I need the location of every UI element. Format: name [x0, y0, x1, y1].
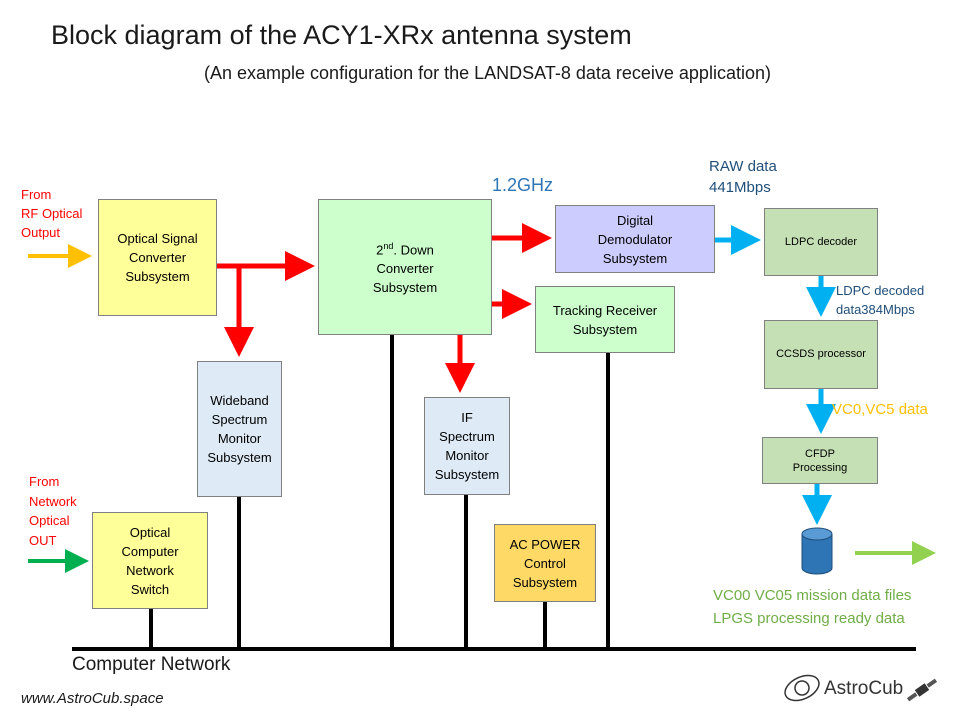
logo-text: AstroCub	[824, 678, 904, 699]
digital-demodulator-block: Digital Demodulator Subsystem	[555, 205, 715, 273]
down-converter-ordinal: 2	[376, 242, 384, 258]
cfdp-processing-block: CFDP Processing	[762, 437, 878, 484]
optical-signal-converter-block: Optical Signal Converter Subsystem	[98, 199, 217, 316]
mission-files-label: VC00 VC05 mission data files LPGS proces…	[713, 587, 912, 627]
tracking-receiver-block: Tracking Receiver Subsystem	[535, 286, 675, 353]
down-converter-label: . Down Converter Subsystem	[372, 242, 438, 296]
raw-data-label: RAW data 441Mbps	[709, 158, 777, 196]
frequency-label: 1.2GHz	[492, 175, 554, 195]
diagram-subtitle: (An example configuration for the LANDSA…	[204, 63, 771, 83]
ccsds-processor-block: CCSDS processor	[764, 320, 878, 389]
ac-power-control-block: AC POWER Control Subsystem	[494, 524, 596, 602]
ldpc-decoder-block: LDPC decoder	[764, 208, 878, 276]
rf-input-label: From RF Optical Output	[21, 187, 83, 240]
diagram-title: Block diagram of the ACY1-XRx antenna sy…	[51, 20, 632, 50]
astrocub-logo-icon	[784, 674, 820, 702]
network-input-label: From Network Optical OUT	[29, 474, 77, 548]
down-converter-block: 2nd. Down Converter Subsystem	[318, 199, 492, 335]
down-converter-ordinal-suffix: nd	[383, 240, 394, 251]
data-storage-icon	[801, 527, 833, 575]
website-label: www.AstroCub.space	[21, 690, 164, 707]
optical-network-switch-block: Optical Computer Network Switch	[92, 512, 208, 609]
satellite-icon	[906, 678, 938, 702]
vc-data-label: VC0,VC5 data	[832, 401, 928, 418]
wideband-spectrum-monitor-block: Wideband Spectrum Monitor Subsystem	[197, 361, 282, 497]
computer-network-label: Computer Network	[72, 654, 231, 675]
if-spectrum-monitor-block: IF Spectrum Monitor Subsystem	[424, 397, 510, 495]
ldpc-decoded-label: LDPC decoded data384Mbps	[836, 283, 925, 317]
